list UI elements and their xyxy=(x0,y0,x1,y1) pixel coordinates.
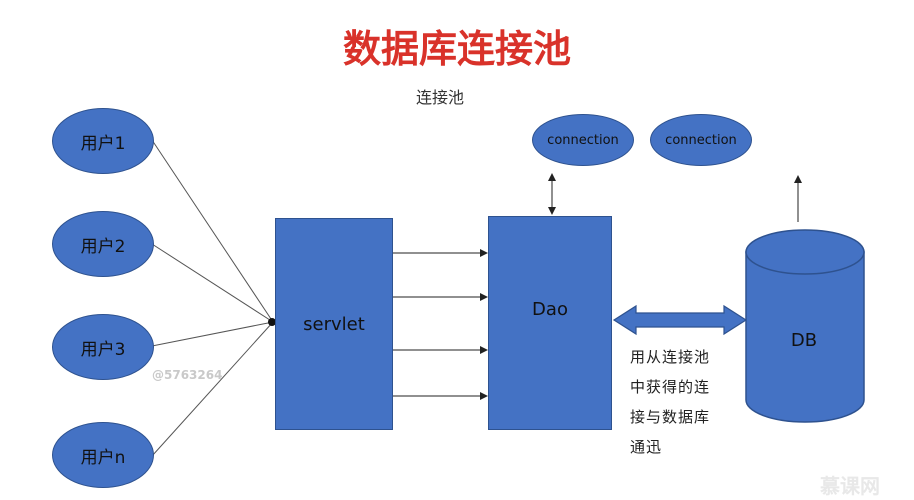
db-label: DB xyxy=(790,330,818,351)
dao-db-double-arrow xyxy=(612,304,748,336)
explanation-note: 用从连接池 中获得的连 接与数据库 通迅 xyxy=(630,342,730,462)
user-1: 用户1 xyxy=(52,108,154,174)
note-line: 用从连接池 xyxy=(630,348,711,366)
user-line-n xyxy=(151,321,274,457)
user-line-3 xyxy=(151,321,274,347)
note-line: 接与数据库 xyxy=(630,408,711,426)
dao-label: Dao xyxy=(532,299,568,320)
servlet-label: servlet xyxy=(303,313,365,335)
connection-2: connection xyxy=(650,114,752,166)
user-line-2 xyxy=(151,243,274,323)
pool-label: 连接池 xyxy=(415,88,464,107)
user-line-1 xyxy=(151,139,274,323)
db-cylinder xyxy=(745,229,865,423)
user-3: 用户3 xyxy=(52,314,154,380)
note-line: 中获得的连 xyxy=(630,378,711,396)
user-n: 用户n xyxy=(52,422,154,488)
connection-1: connection xyxy=(532,114,634,166)
note-line: 通迅 xyxy=(630,438,663,456)
watermark: @5763264 xyxy=(152,368,223,382)
brand-logo: 慕课网 xyxy=(820,474,880,498)
servlet-box: servlet xyxy=(275,218,393,430)
junction-dot xyxy=(268,318,276,326)
page-title: 数据库连接池 xyxy=(342,27,571,71)
dao-box: Dao xyxy=(488,216,612,430)
user-2: 用户2 xyxy=(52,211,154,277)
